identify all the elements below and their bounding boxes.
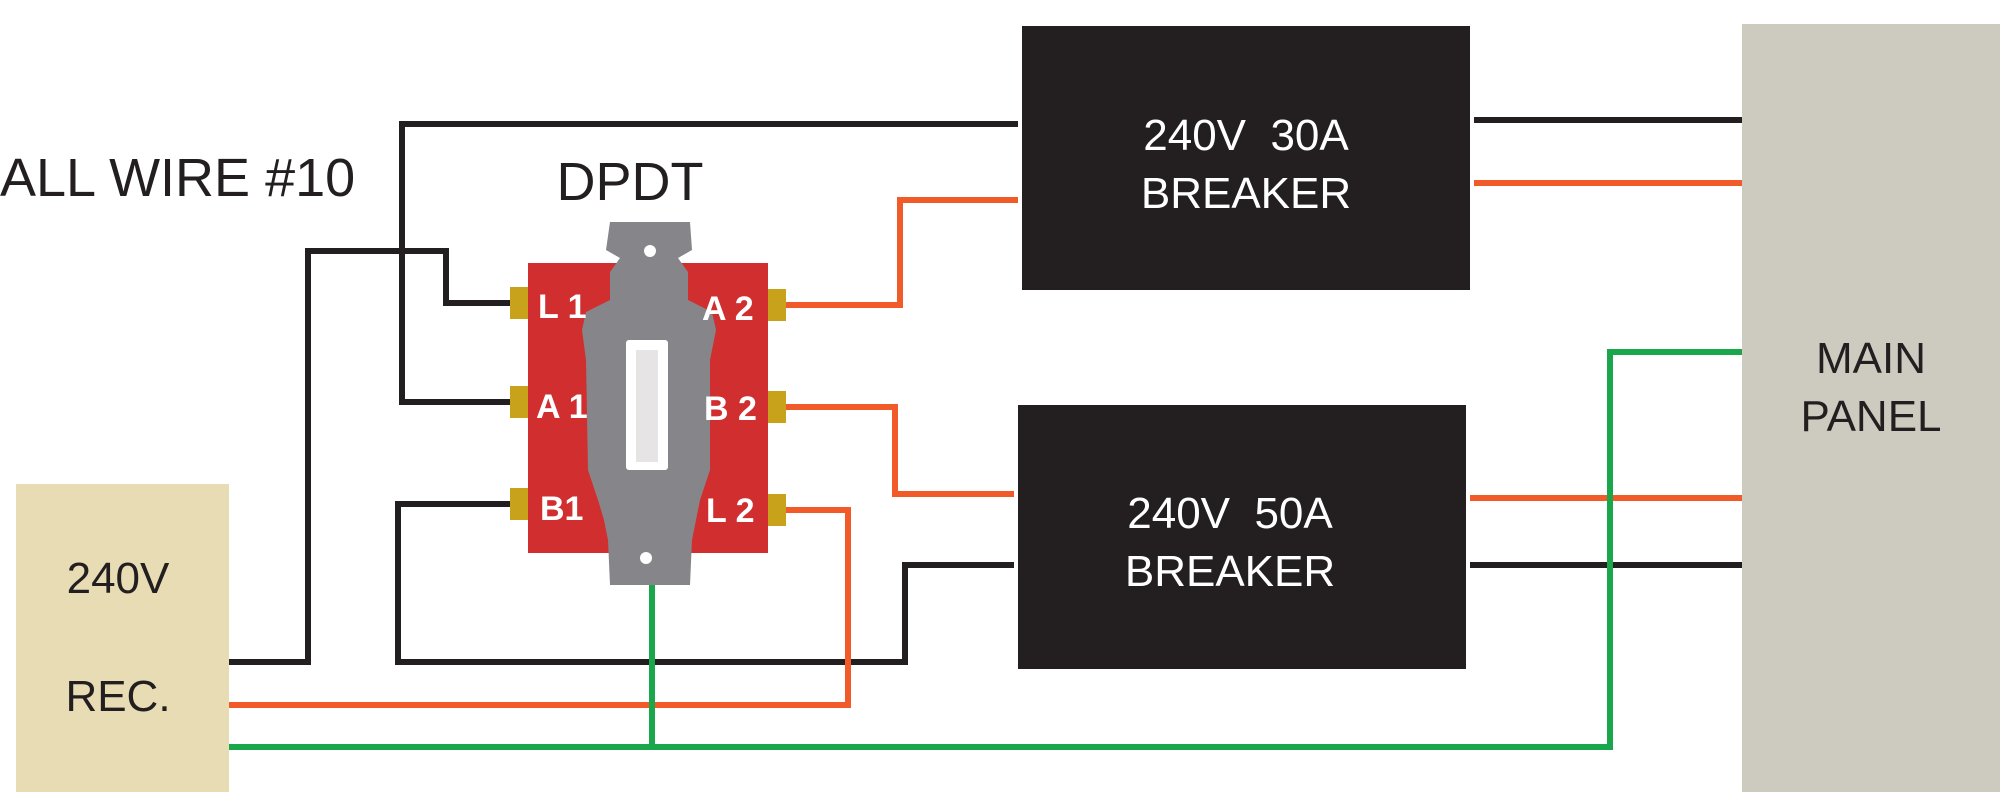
switch-title: DPDT — [557, 152, 704, 212]
main-panel-box — [1742, 24, 2000, 792]
dpdt-switch: L 1 A 1 B1 A 2 B 2 L 2 — [510, 222, 786, 585]
breaker-50a-label-type: BREAKER — [1125, 547, 1335, 596]
terminal-label-l2: L 2 — [706, 492, 755, 530]
receptacle-label-voltage: 240V — [67, 554, 170, 603]
terminal-label-a2: A 2 — [702, 290, 754, 328]
wire-orange-rec-to-l2 — [229, 507, 851, 708]
terminal-screw-l1 — [510, 287, 528, 319]
receptacle-label-type: REC. — [65, 672, 170, 721]
wire-orange-a2-to-breaker-30a — [780, 197, 1018, 308]
main-panel-label-line1: MAIN — [1816, 334, 1926, 383]
terminal-screw-b2 — [768, 391, 786, 423]
switch-mount-hole-top — [644, 245, 656, 257]
wire-green-ground — [229, 349, 1742, 750]
terminal-label-b2: B 2 — [704, 390, 757, 428]
terminal-screw-l2 — [768, 494, 786, 526]
wire-black-rec-to-l1 — [229, 248, 514, 665]
wire-orange-b2-to-breaker-50a — [780, 404, 1014, 497]
terminal-screw-a1 — [510, 386, 528, 418]
breaker-30a-label-type: BREAKER — [1141, 169, 1351, 218]
receptacle-box — [16, 484, 229, 792]
switch-toggle-lever — [636, 350, 658, 462]
wire-black-a1-to-breaker-30a — [399, 121, 1018, 405]
terminal-label-b1: B1 — [540, 490, 583, 528]
breaker-30a-box — [1022, 26, 1470, 290]
breaker-30a-label-rating: 240V 30A — [1143, 111, 1349, 160]
main-panel-label-line2: PANEL — [1800, 392, 1941, 441]
breaker-50a-label-rating: 240V 50A — [1127, 489, 1333, 538]
terminal-screw-b1 — [510, 488, 528, 520]
terminal-label-l1: L 1 — [538, 288, 587, 326]
switch-mount-hole-bottom — [640, 552, 652, 564]
terminal-label-a1: A 1 — [536, 388, 588, 426]
breaker-50a-box — [1018, 405, 1466, 669]
wire-gauge-note: ALL WIRE #10 — [0, 148, 355, 208]
terminal-screw-a2 — [768, 289, 786, 321]
